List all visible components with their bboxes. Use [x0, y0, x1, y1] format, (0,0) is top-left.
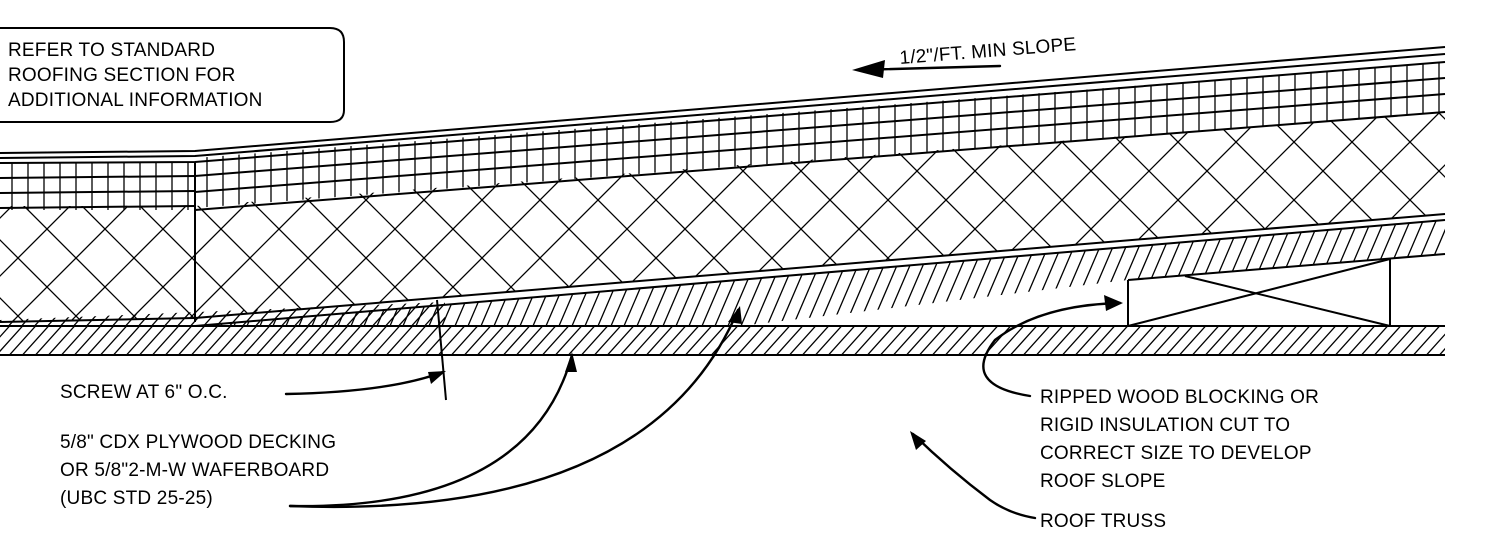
truss-label: ROOF TRUSS	[1040, 511, 1166, 532]
leader-truss	[910, 431, 1037, 520]
note-line-3: ADDITIONAL INFORMATION	[8, 90, 263, 111]
screw-label: SCREW AT 6" O.C.	[60, 382, 228, 403]
note-line-1: REFER TO STANDARD	[8, 40, 215, 61]
slope-arrow	[852, 60, 1002, 78]
plywood-label-2: OR 5/8"2-M-W WAFERBOARD	[60, 460, 329, 481]
blocking-label-2: RIGID INSULATION CUT TO	[1040, 415, 1290, 436]
blocking-label-4: ROOF SLOPE	[1040, 471, 1166, 492]
leader-screw	[284, 370, 446, 396]
leader-blocking	[982, 295, 1123, 398]
leader-plywood	[288, 306, 742, 508]
plywood-label-1: 5/8" CDX PLYWOOD DECKING	[60, 432, 336, 453]
screw	[436, 299, 447, 401]
note-line-2: ROOFING SECTION FOR	[8, 65, 236, 86]
plywood-label-3: (UBC STD 25-25)	[60, 488, 213, 509]
rigid-insulation	[0, 111, 1446, 323]
blocking-label-3: CORRECT SIZE TO DEVELOP	[1040, 443, 1312, 464]
roof-truss-top-chord	[0, 325, 1445, 356]
blocking-label-1: RIPPED WOOD BLOCKING OR	[1040, 387, 1319, 408]
tapered-plywood-decking	[194, 213, 1446, 327]
slope-label: 1/2"/FT. MIN SLOPE	[899, 34, 1077, 69]
ripped-wood-blocking	[1127, 258, 1391, 327]
note-box: REFER TO STANDARD ROOFING SECTION FOR AD…	[0, 27, 345, 123]
